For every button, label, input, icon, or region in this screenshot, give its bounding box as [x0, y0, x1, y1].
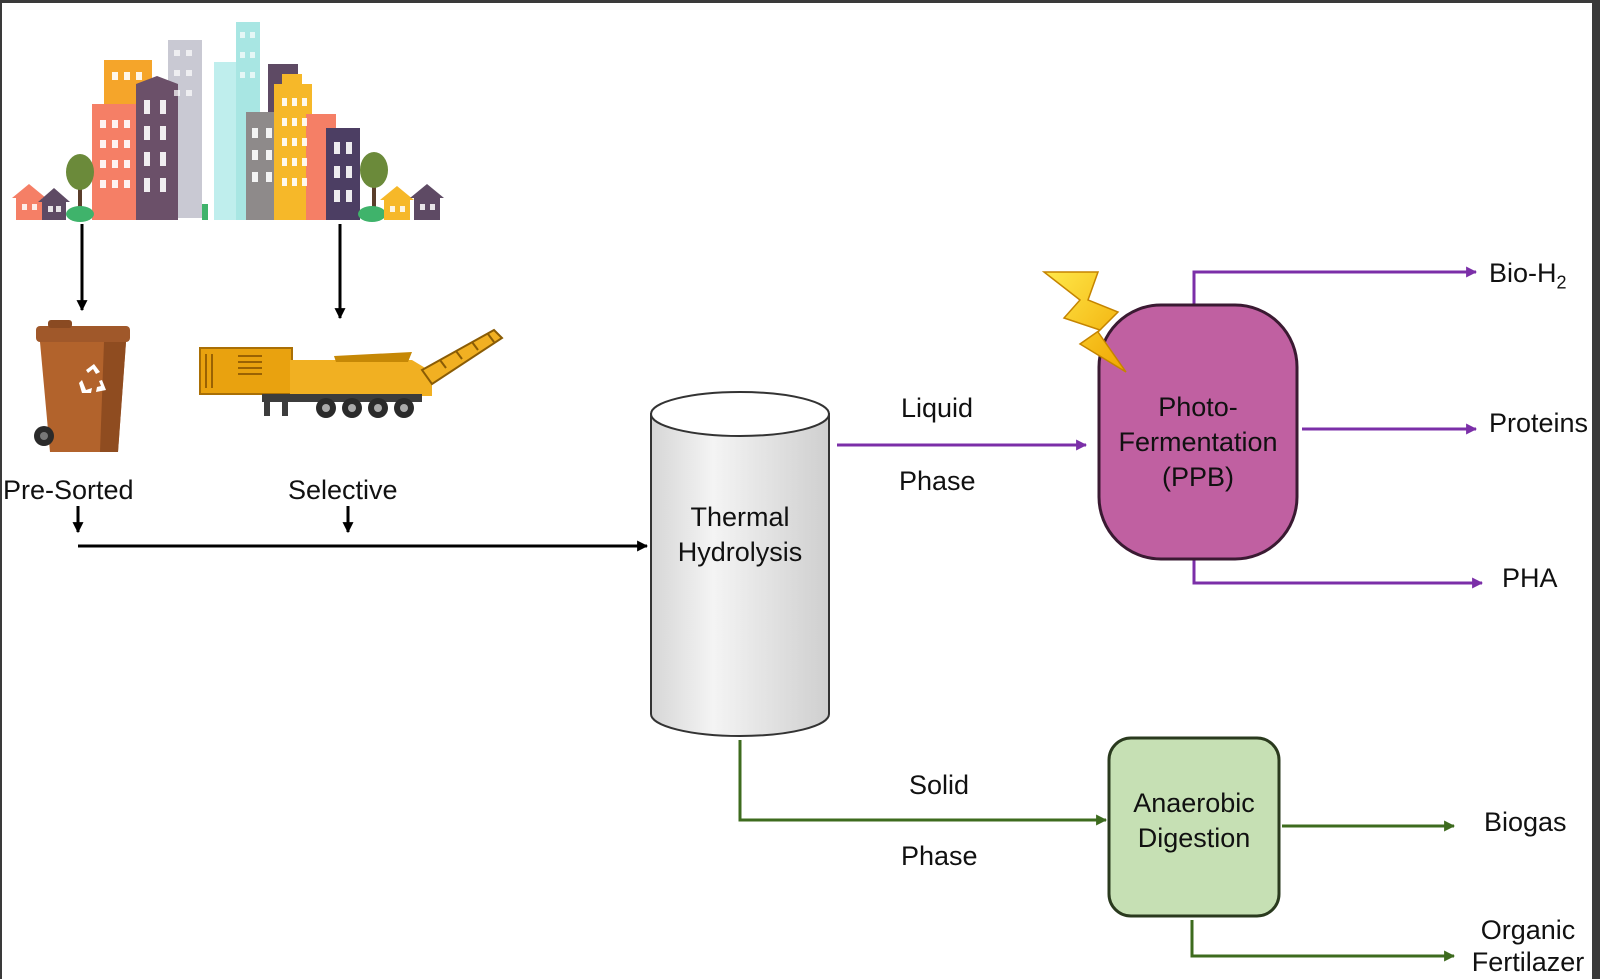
- anaerobic-digestion-line2: Digestion: [1137, 823, 1251, 853]
- solid-label: Solid: [909, 770, 970, 800]
- biogas-label: Biogas: [1484, 807, 1567, 837]
- thermal-hydrolysis-label: Thermal Hydrolysis: [651, 500, 829, 570]
- pre-sorted-label: Pre-Sorted: [3, 475, 134, 505]
- solid-phase-path: [738, 740, 1456, 962]
- city-skyline-icon: [12, 22, 444, 222]
- thermal-hydrolysis-line2: Hydrolysis: [677, 537, 803, 567]
- solid-phase-label: Phase: [901, 841, 978, 871]
- organic-fertilizer-line2: Fertilazer: [1471, 947, 1585, 977]
- pha-arrow: [1192, 560, 1484, 589]
- waste-bin-icon: [34, 320, 130, 452]
- thermal-hydrolysis-reactor: [650, 391, 830, 737]
- photo-fermentation-line2: Fermentation: [1118, 427, 1278, 457]
- bio-h2-label: Bio-H2: [1489, 257, 1567, 298]
- photo-fermentation-label: Photo- Fermentation (PPB): [1099, 390, 1297, 495]
- anaerobic-digestion-label: Anaerobic Digestion: [1109, 786, 1279, 856]
- organic-fertilizer-line1: Organic: [1480, 915, 1576, 945]
- lightning-icon: [1041, 271, 1127, 373]
- fertilizer-arrow: [1190, 920, 1456, 962]
- proteins-label: Proteins: [1489, 408, 1589, 438]
- feed-arrows: [72, 224, 649, 552]
- photo-fermentation-reactor: [1097, 303, 1299, 561]
- organic-fertilizer-label: Organic Fertilazer: [1462, 914, 1594, 978]
- bio-h2-text: Bio-H: [1489, 258, 1557, 288]
- liquid-phase-label: Phase: [899, 466, 976, 496]
- liquid-phase-path: [837, 266, 1484, 589]
- thermal-hydrolysis-line1: Thermal: [690, 502, 790, 532]
- pha-label: PHA: [1502, 563, 1558, 593]
- selective-label: Selective: [288, 475, 398, 505]
- anaerobic-digestion-reactor: [1107, 736, 1281, 918]
- liquid-label: Liquid: [901, 393, 974, 423]
- bio-h2-subscript: 2: [1556, 272, 1567, 293]
- photo-fermentation-line1: Photo-: [1158, 392, 1238, 422]
- photo-fermentation-line3: (PPB): [1161, 462, 1234, 492]
- solid-to-digestion-arrow: [738, 740, 1108, 826]
- shredder-truck-icon: [199, 328, 504, 418]
- anaerobic-digestion-line1: Anaerobic: [1133, 788, 1255, 818]
- bio-h2-arrow: [1192, 266, 1478, 306]
